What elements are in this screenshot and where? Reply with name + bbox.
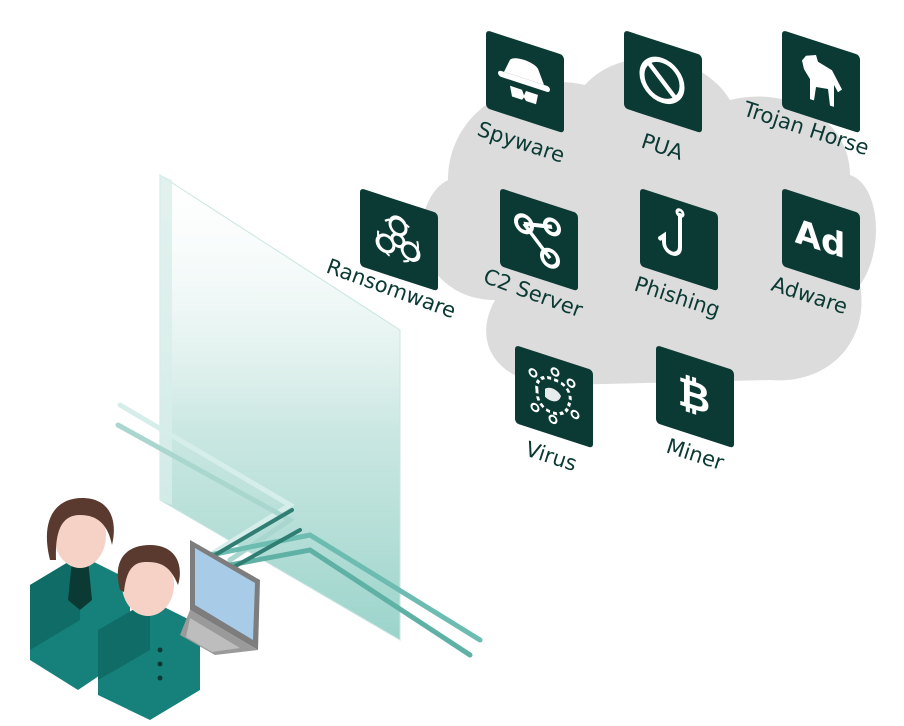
users-group xyxy=(30,498,260,720)
biohazard-icon xyxy=(375,215,421,263)
laptop xyxy=(180,540,260,655)
threat-tile-body: ₿ xyxy=(656,346,734,448)
share-nodes-icon xyxy=(514,213,561,269)
threat-tile-body xyxy=(360,189,438,291)
threat-tile-body xyxy=(500,189,578,291)
prohibited-icon xyxy=(639,56,685,105)
network-traffic-lines xyxy=(115,402,483,658)
threat-tile-body xyxy=(624,31,702,133)
threat-tile-body: Ad xyxy=(782,189,860,291)
threat-tile-body xyxy=(515,346,593,448)
bitcoin-icon: ₿ xyxy=(678,367,711,424)
user-man xyxy=(98,545,200,720)
spy-hat-icon xyxy=(498,58,550,105)
threat-label: Virus xyxy=(522,437,579,476)
tile-glyph: ₿ xyxy=(678,367,711,424)
threat-tile-body xyxy=(640,189,718,291)
horse-icon xyxy=(802,55,842,107)
threat-tile-body xyxy=(782,31,860,133)
threat-tile-body xyxy=(486,31,564,133)
security-shield-panel xyxy=(159,174,401,641)
virus-icon xyxy=(528,367,580,425)
fish-hook-icon xyxy=(658,208,685,256)
